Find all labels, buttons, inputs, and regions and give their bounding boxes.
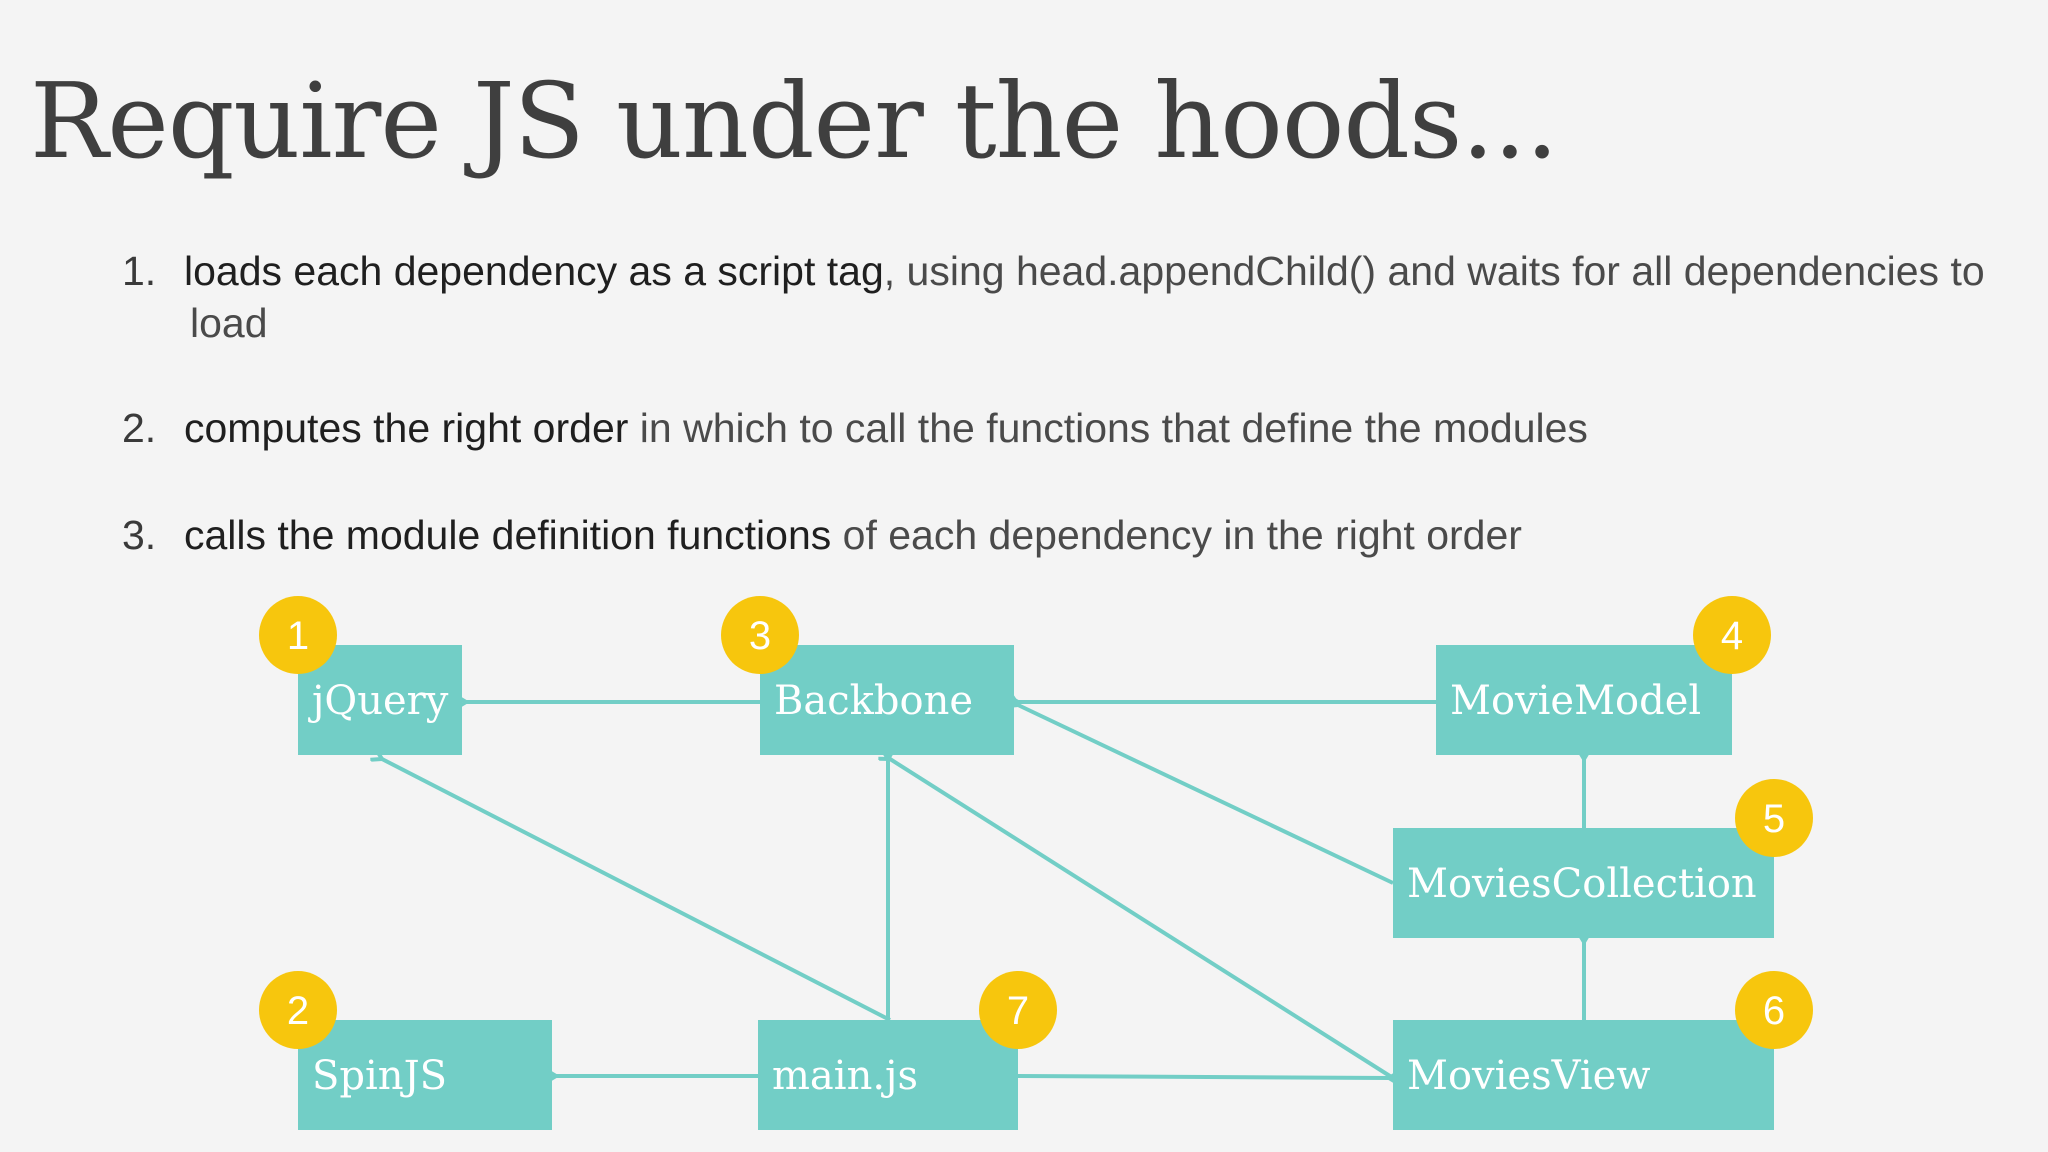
order-badge-number: 7 [1007,989,1029,1033]
order-badge [1693,596,1771,674]
node-mainjs: main.js 7 [758,971,1057,1130]
node-label: main.js [772,1053,918,1099]
list-item-text: in which to call the functions that defi… [628,405,1588,451]
order-badge [259,596,337,674]
node-box [298,1020,552,1130]
order-badge-number: 4 [1721,614,1743,658]
list-number: 2. [122,405,157,451]
order-badge [979,971,1057,1049]
node-box [1393,828,1774,938]
list-number: 3. [122,512,157,558]
edge-moviescollection-to-backbone [1018,705,1394,885]
node-moviesview: MoviesView 6 [1393,971,1813,1130]
node-jquery: jQuery 1 [259,596,462,755]
node-box [760,645,1014,755]
edge-moviesview-to-backbone [890,759,1395,1080]
list-item-bold-text: calls the module definition functions [184,512,832,558]
order-badge [1735,971,1813,1049]
node-moviemodel: MovieModel 4 [1436,596,1771,755]
node-box [1393,1020,1774,1130]
list-item-text: , using head.appendChild() and waits for… [883,248,1985,294]
edge-mainjs-to-moviesview [1017,1076,1389,1078]
node-label: MoviesView [1407,1053,1651,1099]
list-item-bold-text: computes the right order [184,405,629,451]
node-box [298,645,462,755]
order-badge-number: 1 [287,614,309,658]
node-label: MovieModel [1450,678,1701,724]
order-badge-number: 2 [287,989,309,1033]
list-item-text: of each dependency in the right order [831,512,1522,558]
nodes-layer: jQuery1Backbone3MovieModel4MoviesCollect… [259,596,1813,1130]
node-label: Backbone [774,678,973,724]
slide-title: Require JS under the hoods... [30,60,1559,182]
list-item-bold-text: loads each dependency as a script tag [184,248,884,294]
node-label: jQuery [308,678,449,724]
order-badge [721,596,799,674]
list-number: 1. [122,248,157,294]
order-badge [259,971,337,1049]
list-item-continuation: load [190,300,268,346]
order-badge [1735,779,1813,857]
edges-layer [382,702,1584,1078]
node-box [758,1020,1018,1130]
order-badge-number: 3 [749,614,771,658]
edge-mainjs-to-jquery [382,759,891,1022]
order-badge-number: 5 [1763,797,1785,841]
node-label: SpinJS [312,1053,447,1099]
order-badge-number: 6 [1763,989,1785,1033]
node-box [1436,645,1732,755]
node-label: MoviesCollection [1407,861,1757,907]
